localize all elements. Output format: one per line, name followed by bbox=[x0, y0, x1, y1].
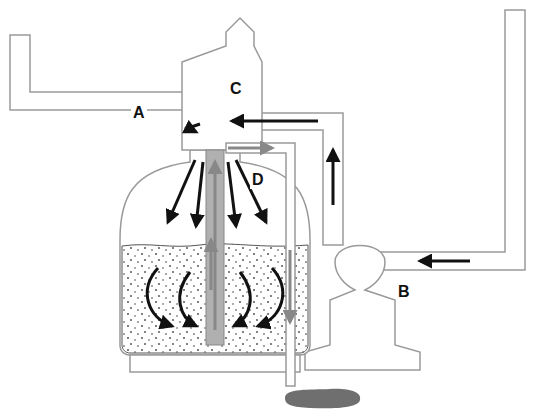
part-letter: D bbox=[250, 171, 266, 189]
standpipe bbox=[206, 150, 224, 345]
filter-tank bbox=[120, 150, 310, 355]
part-letter: C bbox=[228, 80, 244, 98]
return-pipe bbox=[10, 35, 184, 110]
multiport-valve bbox=[182, 18, 262, 150]
waste-pipe bbox=[226, 143, 295, 386]
tank-base bbox=[130, 355, 300, 372]
part-letter: A bbox=[131, 104, 147, 122]
pump bbox=[305, 246, 420, 371]
inlet-pipe bbox=[380, 10, 525, 270]
part-letter: B bbox=[396, 283, 412, 301]
waste-puddle bbox=[285, 389, 360, 408]
